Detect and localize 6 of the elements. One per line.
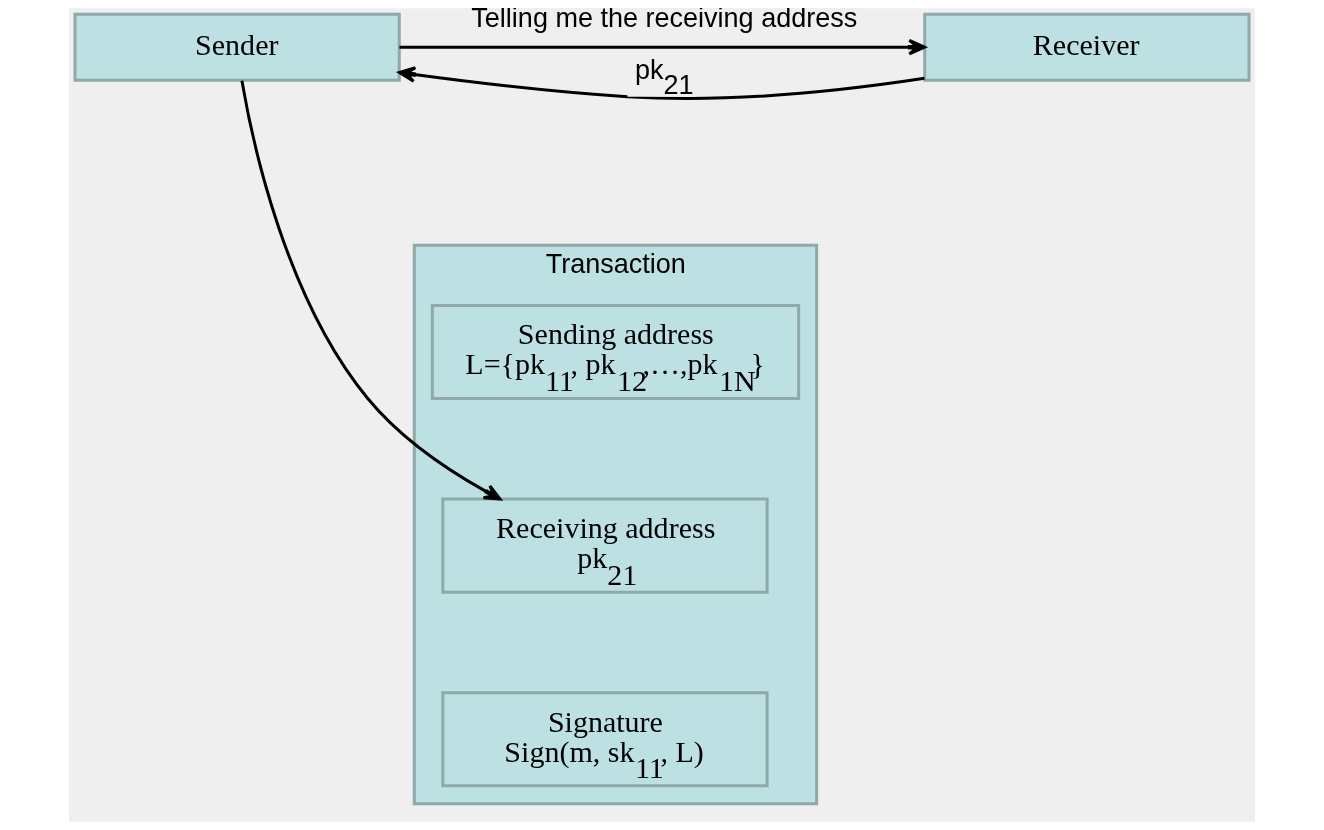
node-box: Sender — [73, 12, 401, 82]
edge-label: Telling me the receiving address — [471, 2, 858, 33]
arrow — [240, 80, 502, 501]
arrow — [399, 38, 926, 56]
node-box: Receiver — [923, 12, 1251, 82]
arrow — [398, 66, 925, 100]
